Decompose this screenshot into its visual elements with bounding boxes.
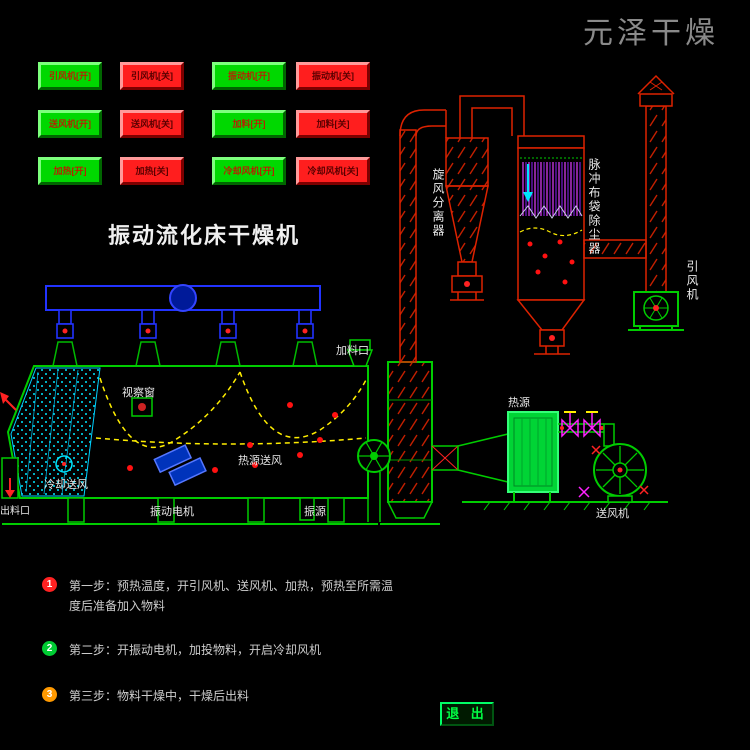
- cyclone-separator: [445, 95, 525, 301]
- step-3-text: 第三步：物料干燥中，干燥后出料: [69, 689, 250, 703]
- induced-fan-label: 引风机: [685, 260, 699, 302]
- vessel-fan: [357, 439, 391, 522]
- feed-port-label: 加料口: [336, 345, 369, 357]
- blower-off-button[interactable]: 送风机[关]: [120, 110, 184, 138]
- heat-source-label: 热源: [508, 397, 530, 409]
- blower-unit: [591, 443, 649, 503]
- blower-on-button[interactable]: 送风机[开]: [38, 110, 102, 138]
- bag-filter-label: 脉冲布袋除尘器: [587, 158, 601, 256]
- blower-label: 送风机: [596, 508, 629, 520]
- induced-fan-on-button[interactable]: 引风机[开]: [38, 62, 102, 90]
- step-2-text: 第二步：开振动电机，加投物料，开启冷却风机: [69, 643, 322, 657]
- bag-filter: [516, 135, 586, 355]
- watermark: 元泽干燥: [583, 17, 719, 50]
- cooling-air-label: 冷却送风: [44, 479, 88, 491]
- cyclone-label: 旋风分离器: [431, 168, 445, 238]
- mixing-vessel: [357, 361, 440, 525]
- riser-duct: [399, 109, 447, 363]
- induced-fan-off-button[interactable]: 引风机[关]: [120, 62, 184, 90]
- step-2-number: 2: [42, 641, 57, 656]
- inspection-window-label: 视察窗: [122, 387, 155, 399]
- step-3: 3 第三步：物料干燥中，干燥后出料: [42, 686, 399, 706]
- page-title: 振动流化床干燥机: [108, 223, 301, 248]
- discharge-port-label: 出料口: [0, 506, 30, 517]
- heat-off-button[interactable]: 加热[关]: [120, 157, 184, 185]
- inlet-manifold: [45, 284, 321, 367]
- vibrator-on-button[interactable]: 振动机[开]: [212, 62, 286, 90]
- dryer-body: [0, 339, 378, 525]
- cooling-fan-on-button[interactable]: 冷却风机[开]: [212, 157, 286, 185]
- heat-on-button[interactable]: 加热[开]: [38, 157, 102, 185]
- induced-fan-unit: [628, 291, 684, 331]
- exit-button[interactable]: 退 出: [440, 702, 494, 726]
- feed-on-button[interactable]: 加料[开]: [212, 110, 286, 138]
- cooling-fan-off-button[interactable]: 冷却风机[关]: [296, 157, 370, 185]
- step-1: 1 第一步：预热温度，开引风机、送风机、加热，预热至所需温度后准备加入物料: [42, 576, 399, 616]
- feed-off-button[interactable]: 加料[关]: [296, 110, 370, 138]
- hot-air-label: 热源送风: [238, 455, 282, 467]
- vibrator-off-button[interactable]: 振动机[关]: [296, 62, 370, 90]
- exhaust-stack: [583, 74, 675, 307]
- vibration-motor-label: 振动电机: [150, 506, 194, 518]
- heater-unit: [431, 411, 668, 511]
- step-2: 2 第二步：开振动电机，加投物料，开启冷却风机: [42, 640, 399, 660]
- step-1-number: 1: [42, 577, 57, 592]
- vibration-source-label: 振源: [304, 506, 326, 518]
- step-1-text: 第一步：预热温度，开引风机、送风机、加热，预热至所需温度后准备加入物料: [69, 579, 394, 613]
- step-3-number: 3: [42, 687, 57, 702]
